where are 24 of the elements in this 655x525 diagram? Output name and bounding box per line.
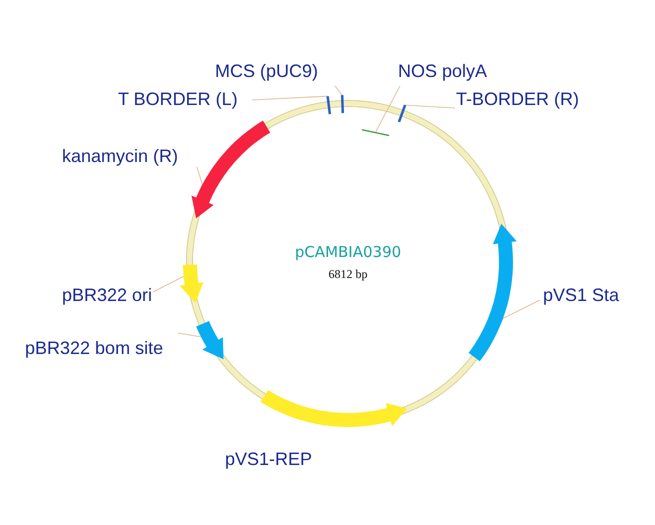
leader-line (152, 276, 184, 292)
leader-line (375, 86, 400, 132)
leader-line (178, 332, 202, 338)
feature-label: MCS (pUC9) (215, 60, 318, 82)
feature-label: T-BORDER (R) (456, 88, 579, 110)
feature-label: pBR322 ori (62, 284, 152, 306)
site-marker (340, 95, 344, 114)
feature-label: kanamycin (R) (62, 145, 178, 167)
feature-label: pBR322 bom site (25, 337, 164, 359)
feature-label: NOS polyA (398, 60, 488, 82)
leader-line (502, 300, 540, 319)
feature-label: pVS1-REP (225, 448, 312, 470)
leader-line (252, 96, 328, 100)
leader-line (334, 86, 343, 96)
leader-line (404, 104, 456, 108)
leader-line (196, 166, 203, 185)
feature-arrow (260, 390, 408, 427)
plasmid-size: 6812 bp (328, 266, 368, 282)
site-marker (326, 96, 332, 114)
plasmid-name: pCAMBIA0390 (294, 242, 402, 260)
feature-arrow (180, 264, 204, 303)
feature-arrow (468, 224, 517, 362)
feature-label: pVS1 Sta (543, 284, 620, 306)
feature-label: T BORDER (L) (118, 88, 238, 110)
